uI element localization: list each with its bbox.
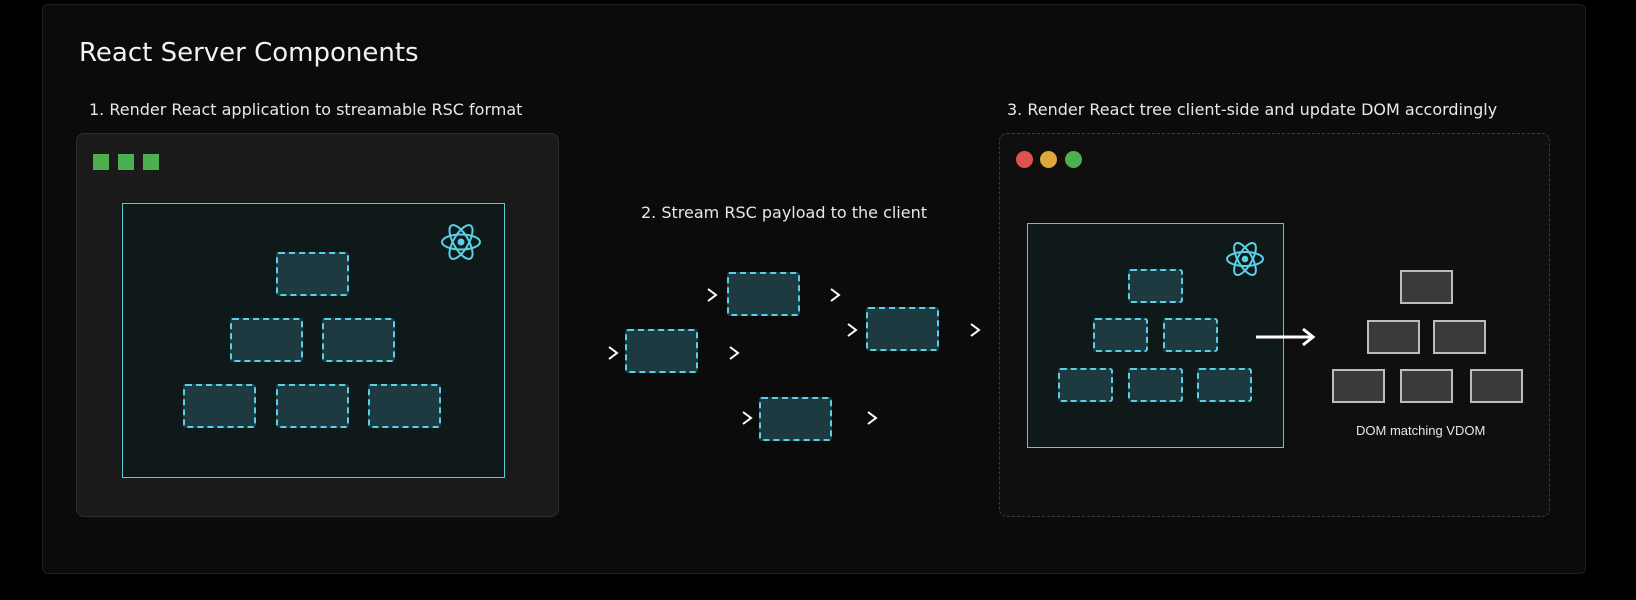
dom-node	[1433, 320, 1486, 354]
arrow-right-icon	[703, 346, 740, 360]
step-2-label: 2. Stream RSC payload to the client	[641, 203, 928, 222]
client-vdom-node	[1163, 318, 1218, 352]
arrow-right-icon	[715, 411, 753, 425]
arrow-right-icon	[944, 323, 981, 337]
window-maximize-dot	[1065, 151, 1082, 168]
dom-node	[1400, 270, 1453, 304]
server-tree-node	[276, 384, 349, 428]
react-atom-icon	[1226, 242, 1264, 276]
client-vdom-node	[1093, 318, 1148, 352]
dom-caption: DOM matching VDOM	[1356, 423, 1486, 438]
dom-node	[1332, 369, 1385, 403]
server-tree-node	[183, 384, 256, 428]
dom-node	[1470, 369, 1523, 403]
client-vdom-panel	[1027, 223, 1284, 448]
diagram-title: React Server Components	[79, 38, 419, 68]
arrow-right-icon	[838, 411, 878, 425]
dom-node	[1400, 369, 1453, 403]
server-window-square-3	[143, 154, 159, 170]
arrow-right-icon	[1256, 327, 1316, 347]
server-window-square-1	[93, 154, 109, 170]
client-vdom-node	[1197, 368, 1252, 402]
arrow-right-icon	[805, 288, 841, 302]
window-minimize-dot	[1040, 151, 1057, 168]
window-close-dot	[1016, 151, 1033, 168]
step-3-label: 3. Render React tree client-side and upd…	[1007, 100, 1498, 119]
client-vdom-node	[1058, 368, 1113, 402]
arrow-right-icon	[820, 323, 858, 337]
client-vdom-node	[1128, 368, 1183, 402]
arrow-right-icon	[580, 346, 619, 360]
client-vdom-node	[1128, 269, 1183, 303]
step-1-label: 1. Render React application to streamabl…	[89, 100, 523, 119]
server-window-square-2	[118, 154, 134, 170]
stream-payload-chunk	[866, 307, 939, 351]
stream-payload-chunk	[759, 397, 832, 441]
server-rsc-panel	[122, 203, 505, 478]
server-tree-node	[368, 384, 441, 428]
server-tree-node	[276, 252, 349, 296]
stream-payload-chunk	[727, 272, 800, 316]
dom-node	[1367, 320, 1420, 354]
server-tree-node	[322, 318, 395, 362]
arrow-right-icon	[655, 288, 718, 302]
server-tree-node	[230, 318, 303, 362]
stream-payload-chunk	[625, 329, 698, 373]
react-atom-icon	[441, 224, 481, 260]
